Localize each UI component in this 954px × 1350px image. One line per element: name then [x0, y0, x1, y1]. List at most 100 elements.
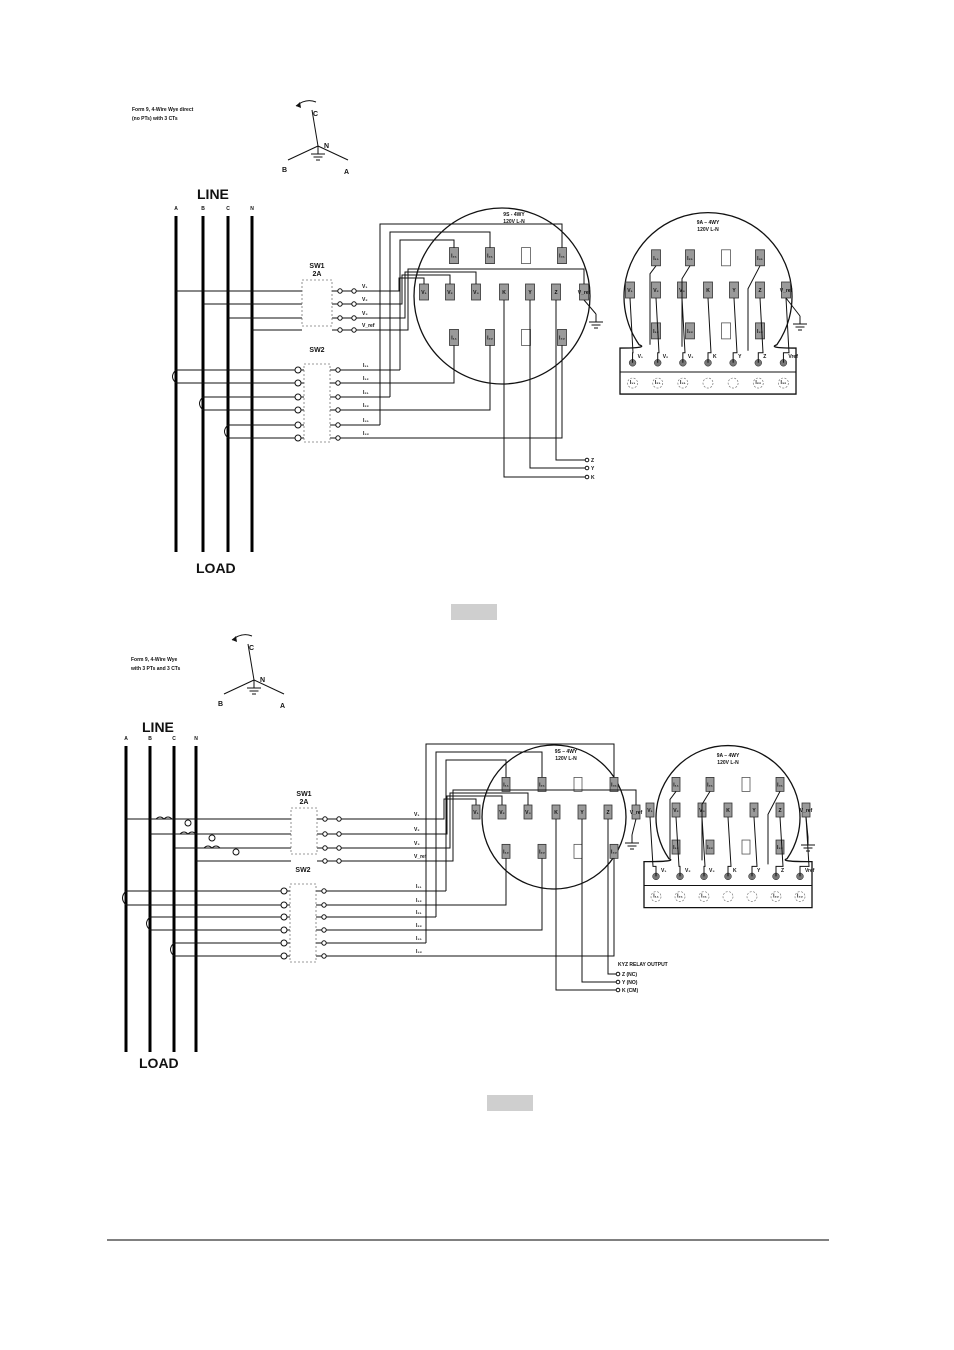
terminal-label: V₂ [663, 354, 669, 360]
voltage-label: V₂ [414, 827, 420, 833]
meter-a-internal-wire [629, 297, 634, 363]
meter-a-internal-wire [675, 816, 681, 877]
terminal-label: Z [606, 810, 609, 816]
kyz-terminal [584, 457, 590, 463]
terminal-label: V₂ [499, 810, 505, 816]
kyz-label: K [591, 475, 595, 481]
terminal-lug [321, 953, 327, 959]
meter-current-wire [395, 345, 455, 384]
neutral-ground-icon [247, 680, 261, 695]
terminal-label: I₁₁ [451, 335, 457, 341]
terminal-hole [677, 377, 689, 389]
terminal-label: Y [528, 290, 532, 296]
phasor-a [317, 145, 349, 161]
terminal-lug [321, 940, 327, 946]
meter-a-internal-wire [757, 297, 764, 363]
ct-loop-icon [199, 396, 204, 411]
current-label: I₂₁ [363, 390, 369, 396]
pt-coil-icon [232, 848, 240, 856]
terminal-lug [294, 393, 302, 401]
current-label: I₂₂ [363, 403, 369, 409]
current-label: I₃₂ [363, 431, 369, 437]
terminal-label: I₂₁ [451, 254, 457, 260]
terminal-label: V₁ [647, 808, 652, 814]
current-label: I₁₂ [416, 898, 422, 904]
terminal-lug [336, 845, 342, 851]
kyz-terminal [584, 474, 590, 480]
phasor-b [223, 679, 255, 695]
fuse-icon [203, 845, 221, 849]
meter-current-wire [425, 743, 615, 943]
meter-title: 9A – 4WY [717, 753, 740, 759]
kyz-terminal [615, 971, 621, 977]
meter-a-internal-wire [681, 265, 691, 347]
kyz-wire [555, 300, 585, 461]
meter-voltage-wire [440, 795, 503, 835]
kyz-terminal [615, 979, 621, 985]
current-label: I₂₂ [416, 923, 422, 929]
terminal-lug [337, 327, 343, 333]
terminal-lug [336, 816, 342, 822]
diagram-caption-line: Form 9, 4-Wire Wye [131, 657, 177, 663]
meter-terminal-bottom [671, 839, 681, 855]
voltage-label: V₃ [414, 841, 420, 847]
sw2-switch: SW2 [289, 867, 317, 963]
meter-voltage-wire [395, 271, 477, 319]
phasor-label-a: A [344, 169, 349, 176]
terminal-lug [351, 288, 357, 294]
terminal-label: K [733, 868, 737, 874]
figure-direct-wiring: Form 9, 4-Wire Wye direct(no PTs) with 3… [132, 100, 807, 576]
sw2-name: SW2 [295, 867, 310, 874]
terminal-label: Z [554, 290, 557, 296]
terminal-label: V₃ [709, 868, 715, 874]
neutral-ground-icon [311, 146, 325, 161]
terminal-lug [322, 831, 328, 837]
terminal-label: I₁₁ [653, 256, 659, 262]
terminal-label: I₃₁ [611, 782, 617, 788]
meter-current-wire [389, 231, 491, 397]
voltage-label: V₁ [362, 284, 367, 290]
terminal-label: V_ref [578, 290, 591, 296]
terminal-label: Vref [788, 354, 798, 360]
meter-a-internal-wire [701, 816, 706, 877]
fuse-icon [179, 831, 197, 835]
sw2-switch: SW2 [303, 347, 331, 443]
terminal-label: V₁ [661, 868, 666, 874]
meter-current-wire [379, 223, 563, 425]
meter-current-wire [441, 858, 507, 906]
terminal-label: Z [758, 288, 761, 294]
terminal-label: Y [732, 288, 736, 294]
terminal-lug [294, 366, 302, 374]
terminal-label: K [502, 290, 506, 296]
meter-voltage-wire [440, 792, 529, 849]
terminal-lug [336, 858, 342, 864]
terminal-label: Y [738, 354, 742, 360]
meter-current-wire [385, 345, 491, 411]
terminal-lug [336, 831, 342, 837]
meter-s-ground-icon [625, 835, 639, 850]
meter-a-internal-wire [669, 791, 677, 859]
meter-a-internal-wire [775, 816, 784, 877]
meter-current-wire [435, 751, 543, 917]
terminal-hole [746, 891, 758, 902]
terminal-label: I₂₁ [707, 782, 713, 788]
voltage-label: V₃ [362, 311, 368, 317]
terminal-hole [652, 377, 664, 389]
terminal-hole [627, 377, 638, 389]
terminal-lug [280, 913, 288, 921]
terminal-label: Vref [805, 868, 815, 874]
terminal-hole [722, 891, 734, 902]
meter-voltage-wire [395, 277, 425, 292]
fuse-icon [155, 816, 173, 820]
terminal-hole [674, 891, 686, 902]
vref-ground-wire [785, 297, 801, 317]
terminal-label: I₂₂ [539, 849, 545, 855]
terminal-lug [335, 407, 341, 413]
terminal-lug [321, 927, 327, 933]
terminal-label: V₁ [627, 288, 632, 294]
kyz-label: Y [591, 466, 595, 472]
